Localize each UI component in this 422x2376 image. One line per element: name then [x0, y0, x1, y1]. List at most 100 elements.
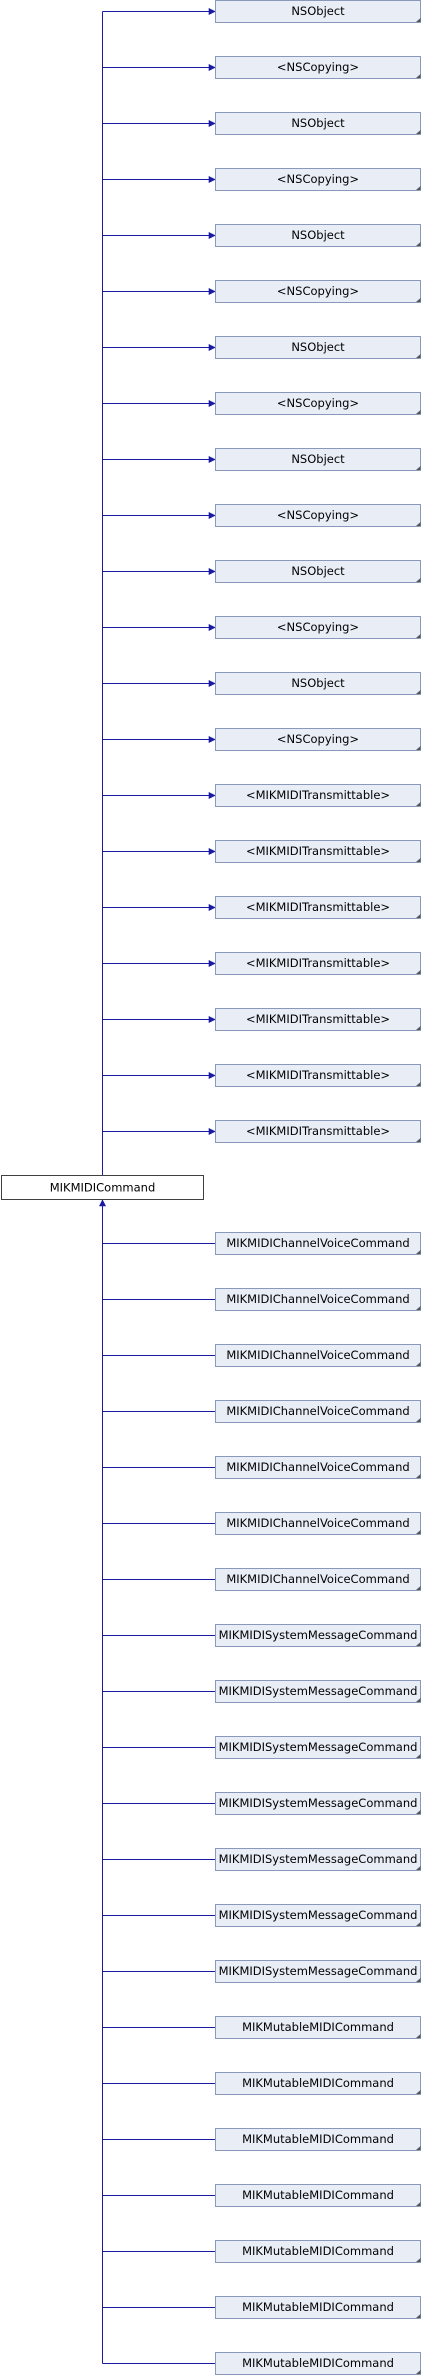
child-node[interactable]: MIKMutableMIDICommand: [215, 2352, 421, 2375]
child-node[interactable]: MIKMIDIChannelVoiceCommand: [215, 1456, 421, 1479]
parent-node[interactable]: NSObject: [215, 112, 421, 135]
parent-node-label: NSObject: [291, 340, 345, 354]
child-node[interactable]: MIKMIDISystemMessageCommand: [215, 1736, 421, 1759]
parent-node-box: [215, 0, 421, 23]
child-node-box: [215, 2240, 421, 2263]
parent-node[interactable]: NSObject: [215, 672, 421, 695]
child-node[interactable]: MIKMIDIChannelVoiceCommand: [215, 1288, 421, 1311]
parent-node-label: NSObject: [291, 452, 345, 466]
child-node-box: [215, 1792, 421, 1815]
child-node[interactable]: MIKMutableMIDICommand: [215, 2072, 421, 2095]
child-node[interactable]: MIKMutableMIDICommand: [215, 2016, 421, 2039]
parent-node-box: [215, 56, 421, 79]
child-node-label: MIKMIDISystemMessageCommand: [219, 1908, 418, 1922]
parent-node-box: [215, 672, 421, 695]
parent-node[interactable]: NSObject: [215, 0, 421, 23]
child-node-label: MIKMIDISystemMessageCommand: [219, 1852, 418, 1866]
parent-node-label: NSObject: [291, 4, 345, 18]
parent-node[interactable]: <MIKMIDITransmittable>: [215, 896, 421, 919]
root-node[interactable]: MIKMIDICommand: [1, 1175, 204, 1200]
parent-node-label: NSObject: [291, 116, 345, 130]
child-node[interactable]: MIKMIDISystemMessageCommand: [215, 1680, 421, 1703]
child-node[interactable]: MIKMIDIChannelVoiceCommand: [215, 1512, 421, 1535]
parent-node-corner: [416, 802, 421, 806]
child-node-label: MIKMIDISystemMessageCommand: [219, 1796, 418, 1810]
parent-node[interactable]: <MIKMIDITransmittable>: [215, 840, 421, 863]
parent-node-corner: [416, 746, 421, 750]
child-node-label: MIKMutableMIDICommand: [242, 2076, 394, 2090]
parent-node[interactable]: <NSCopying>: [215, 616, 421, 639]
parent-node-corner: [416, 634, 421, 638]
child-node-corner: [416, 1754, 421, 1758]
child-node-label: MIKMIDIChannelVoiceCommand: [226, 1404, 409, 1418]
child-node-label: MIKMIDISystemMessageCommand: [219, 1628, 418, 1642]
parent-node-label: <NSCopying>: [277, 732, 359, 746]
child-node-box: [215, 2296, 421, 2319]
parent-node[interactable]: <NSCopying>: [215, 728, 421, 751]
child-node[interactable]: MIKMutableMIDICommand: [215, 2240, 421, 2263]
parent-node-corner: [416, 914, 421, 918]
parent-node[interactable]: <MIKMIDITransmittable>: [215, 1008, 421, 1031]
child-node[interactable]: MIKMutableMIDICommand: [215, 2184, 421, 2207]
child-node-box: [215, 2128, 421, 2151]
parent-node-box: [215, 448, 421, 471]
child-node-box: [215, 1848, 421, 1871]
child-node-corner: [416, 2258, 421, 2262]
parent-node[interactable]: <MIKMIDITransmittable>: [215, 1064, 421, 1087]
child-node-corner: [416, 2202, 421, 2206]
parent-node-corner: [416, 690, 421, 694]
child-node[interactable]: MIKMIDIChannelVoiceCommand: [215, 1568, 421, 1591]
parent-node[interactable]: NSObject: [215, 336, 421, 359]
child-node-box: [215, 1288, 421, 1311]
parent-node[interactable]: <MIKMIDITransmittable>: [215, 1120, 421, 1143]
parent-node-label: <MIKMIDITransmittable>: [246, 956, 390, 970]
child-node-corner: [416, 1586, 421, 1590]
parent-node[interactable]: <NSCopying>: [215, 56, 421, 79]
parent-node[interactable]: NSObject: [215, 448, 421, 471]
parent-node[interactable]: <NSCopying>: [215, 392, 421, 415]
child-node-box: [215, 1512, 421, 1535]
child-node-box: [215, 1456, 421, 1479]
parent-node-label: <NSCopying>: [277, 396, 359, 410]
child-node[interactable]: MIKMIDIChannelVoiceCommand: [215, 1232, 421, 1255]
child-node[interactable]: MIKMIDISystemMessageCommand: [215, 1848, 421, 1871]
parent-node[interactable]: <NSCopying>: [215, 280, 421, 303]
parent-node-corner: [416, 74, 421, 78]
child-node-box: [215, 2184, 421, 2207]
parent-node-corner: [416, 1026, 421, 1030]
parent-node-corner: [416, 970, 421, 974]
parent-node-label: <NSCopying>: [277, 60, 359, 74]
parent-node-box: [215, 1120, 421, 1143]
child-node-corner: [416, 1306, 421, 1310]
child-node[interactable]: MIKMIDISystemMessageCommand: [215, 1960, 421, 1983]
child-node[interactable]: MIKMIDISystemMessageCommand: [215, 1904, 421, 1927]
child-node-label: MIKMIDIChannelVoiceCommand: [226, 1236, 409, 1250]
child-node[interactable]: MIKMIDIChannelVoiceCommand: [215, 1400, 421, 1423]
parent-node[interactable]: <MIKMIDITransmittable>: [215, 952, 421, 975]
parent-node-corner: [416, 186, 421, 190]
parent-node[interactable]: <NSCopying>: [215, 504, 421, 527]
parent-node-box: [215, 784, 421, 807]
child-node[interactable]: MIKMutableMIDICommand: [215, 2128, 421, 2151]
child-node[interactable]: MIKMIDISystemMessageCommand: [215, 1792, 421, 1815]
parent-node-label: <MIKMIDITransmittable>: [246, 1068, 390, 1082]
child-node[interactable]: MIKMIDISystemMessageCommand: [215, 1624, 421, 1647]
child-node-box: [215, 2072, 421, 2095]
parent-node-corner: [416, 130, 421, 134]
parent-node[interactable]: <MIKMIDITransmittable>: [215, 784, 421, 807]
parent-node[interactable]: <NSCopying>: [215, 168, 421, 191]
child-node[interactable]: MIKMutableMIDICommand: [215, 2296, 421, 2319]
child-node-label: MIKMutableMIDICommand: [242, 2244, 394, 2258]
child-node-box: [215, 1680, 421, 1703]
parent-node[interactable]: NSObject: [215, 560, 421, 583]
child-node-label: MIKMIDIChannelVoiceCommand: [226, 1516, 409, 1530]
child-node[interactable]: MIKMIDIChannelVoiceCommand: [215, 1344, 421, 1367]
parent-node[interactable]: NSObject: [215, 224, 421, 247]
parent-node-corner: [416, 242, 421, 246]
parent-node-box: [215, 112, 421, 135]
parent-node-corner: [416, 858, 421, 862]
child-node-label: MIKMutableMIDICommand: [242, 2132, 394, 2146]
child-node-box: [215, 2016, 421, 2039]
